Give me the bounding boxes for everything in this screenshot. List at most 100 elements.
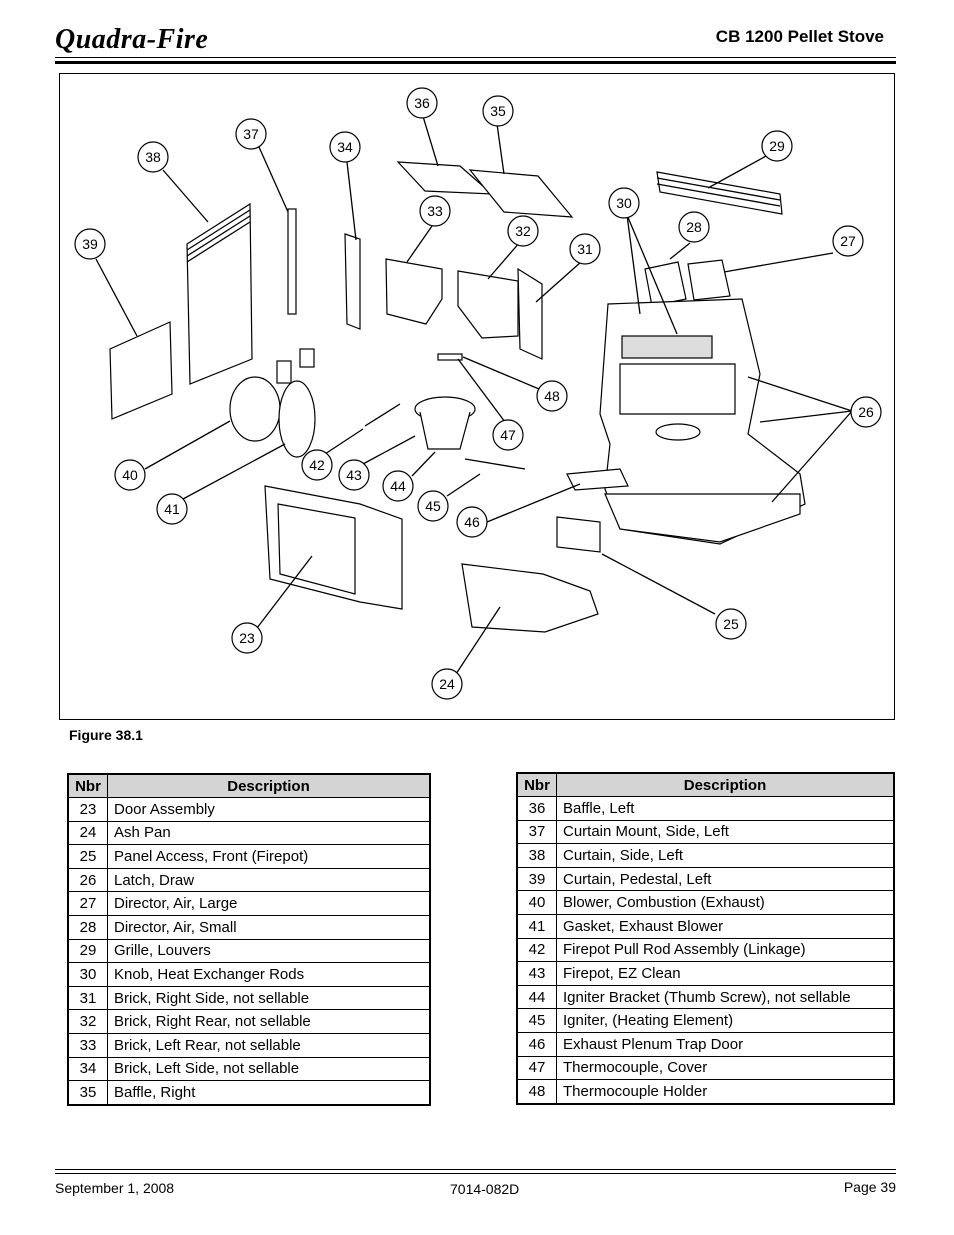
callout-30: 30 bbox=[608, 187, 640, 219]
part-description-cell: Brick, Left Rear, not sellable bbox=[107, 1032, 431, 1058]
callout-29: 29 bbox=[761, 130, 793, 162]
svg-text:40: 40 bbox=[122, 467, 138, 483]
part-description-cell: Latch, Draw bbox=[107, 867, 431, 893]
svg-text:38: 38 bbox=[145, 149, 161, 165]
callout-48: 48 bbox=[536, 380, 568, 412]
svg-text:41: 41 bbox=[164, 501, 180, 517]
callout-32: 32 bbox=[507, 215, 539, 247]
part-number-cell: 23 bbox=[67, 797, 108, 822]
part-description-cell: Igniter Bracket (Thumb Screw), not sella… bbox=[556, 984, 895, 1010]
footer-doc-number: 7014-082D bbox=[450, 1181, 520, 1197]
column-header-nbr: Nbr bbox=[67, 773, 108, 798]
callout-40: 40 bbox=[114, 459, 146, 491]
part-description-cell: Brick, Left Side, not sellable bbox=[107, 1056, 431, 1082]
callout-23: 23 bbox=[231, 622, 263, 654]
svg-text:43: 43 bbox=[346, 467, 362, 483]
exploded-parts-diagram: 36 35 37 34 38 29 33 32 30 28 27 39 31 4… bbox=[59, 73, 895, 720]
part-number-cell: 47 bbox=[516, 1055, 557, 1081]
svg-text:32: 32 bbox=[515, 223, 531, 239]
column-header-description: Description bbox=[107, 773, 431, 798]
table-header-row: Nbr Description bbox=[67, 773, 431, 798]
svg-text:26: 26 bbox=[858, 404, 874, 420]
part-description-cell: Gasket, Exhaust Blower bbox=[556, 913, 895, 939]
part-description-cell: Panel Access, Front (Firepot) bbox=[107, 844, 431, 869]
part-description-cell: Baffle, Right bbox=[107, 1080, 431, 1106]
part-description-cell: Ash Pan bbox=[107, 820, 431, 846]
part-description-cell: Grille, Louvers bbox=[107, 938, 431, 964]
part-number-cell: 32 bbox=[67, 1009, 108, 1034]
part-description-cell: Director, Air, Large bbox=[107, 891, 431, 916]
document-title: CB 1200 Pellet Stove bbox=[715, 27, 884, 46]
svg-text:48: 48 bbox=[544, 388, 560, 404]
part-description-cell: Curtain, Side, Left bbox=[556, 843, 895, 868]
part-description-cell: Thermocouple, Cover bbox=[556, 1055, 895, 1081]
svg-text:37: 37 bbox=[243, 126, 259, 142]
table-header-row: Nbr Description bbox=[516, 772, 895, 797]
part-number-cell: 27 bbox=[67, 891, 108, 916]
part-number-cell: 44 bbox=[516, 984, 557, 1010]
part-number-cell: 40 bbox=[516, 890, 557, 915]
part-number-cell: 25 bbox=[67, 844, 108, 869]
callout-27: 27 bbox=[832, 225, 864, 257]
svg-text:30: 30 bbox=[616, 195, 632, 211]
callout-46: 46 bbox=[456, 506, 488, 538]
svg-text:46: 46 bbox=[464, 514, 480, 530]
part-description-cell: Igniter, (Heating Element) bbox=[556, 1008, 895, 1033]
part-description-cell: Curtain Mount, Side, Left bbox=[556, 819, 895, 845]
callout-41: 41 bbox=[156, 493, 188, 525]
header-rule bbox=[55, 57, 896, 58]
callout-37: 37 bbox=[235, 118, 267, 150]
svg-text:31: 31 bbox=[577, 241, 593, 257]
callout-39: 39 bbox=[74, 228, 106, 260]
part-number-cell: 36 bbox=[516, 796, 557, 821]
footer-rule-second bbox=[55, 1173, 896, 1174]
callout-35: 35 bbox=[482, 95, 514, 127]
svg-text:35: 35 bbox=[490, 103, 506, 119]
column-header-nbr: Nbr bbox=[516, 772, 557, 797]
callout-26: 26 bbox=[850, 396, 882, 428]
callout-47: 47 bbox=[492, 419, 524, 451]
footer-page-number: Page 39 bbox=[843, 1179, 896, 1195]
callout-43: 43 bbox=[338, 459, 370, 491]
callout-31: 31 bbox=[569, 233, 601, 265]
part-number-cell: 45 bbox=[516, 1008, 557, 1033]
part-number-cell: 46 bbox=[516, 1031, 557, 1057]
part-number-cell: 28 bbox=[67, 914, 108, 940]
callout-44: 44 bbox=[382, 470, 414, 502]
callout-36: 36 bbox=[406, 87, 438, 119]
svg-text:47: 47 bbox=[500, 427, 516, 443]
part-number-cell: 41 bbox=[516, 913, 557, 939]
svg-text:33: 33 bbox=[427, 203, 443, 219]
footer-date: September 1, 2008 bbox=[55, 1180, 175, 1196]
callout-42: 42 bbox=[301, 449, 333, 481]
part-description-cell: Exhaust Plenum Trap Door bbox=[556, 1031, 895, 1057]
svg-text:45: 45 bbox=[425, 498, 441, 514]
footer-rule bbox=[55, 1169, 896, 1170]
part-number-cell: 35 bbox=[67, 1080, 108, 1106]
svg-text:44: 44 bbox=[390, 478, 406, 494]
figure-caption: Figure 38.1 bbox=[69, 727, 143, 743]
part-description-cell: Firepot, EZ Clean bbox=[556, 961, 895, 986]
header-rule-thick bbox=[55, 61, 896, 64]
part-description-cell: Knob, Heat Exchanger Rods bbox=[107, 962, 431, 987]
svg-text:25: 25 bbox=[723, 616, 739, 632]
part-number-cell: 24 bbox=[67, 820, 108, 846]
part-number-cell: 39 bbox=[516, 866, 557, 892]
part-number-cell: 33 bbox=[67, 1032, 108, 1058]
callout-45: 45 bbox=[417, 490, 449, 522]
